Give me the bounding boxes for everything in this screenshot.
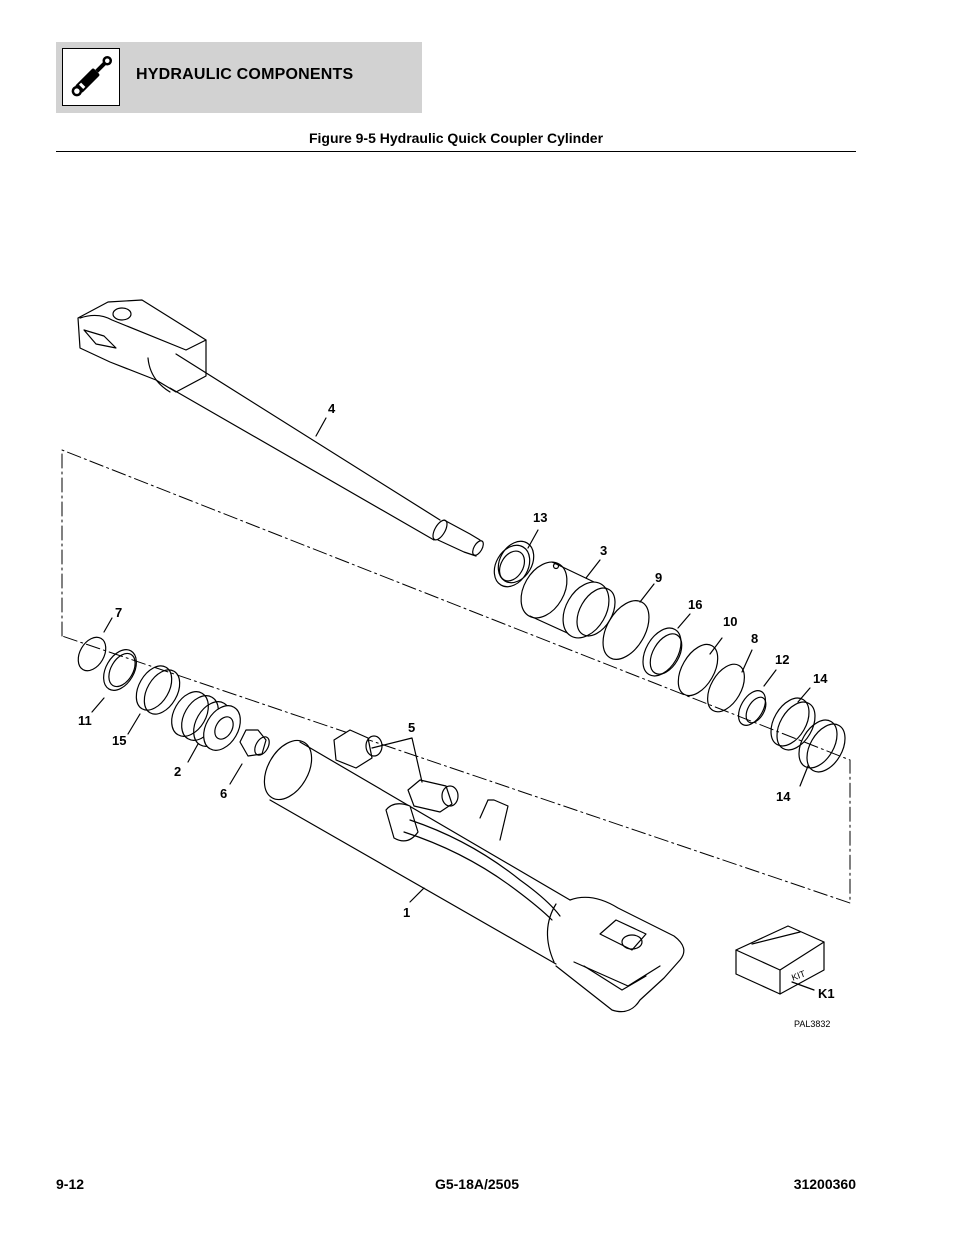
leader-line (229, 763, 243, 785)
backup-ring-item-11 (103, 649, 137, 691)
o-ring-item-10 (677, 643, 719, 697)
callout-15: 15 (112, 733, 126, 748)
o-ring-item-7 (77, 636, 107, 672)
callout-14-top: 14 (813, 671, 828, 686)
manual-number: 31200360 (793, 1176, 856, 1192)
callout-14-bottom: 14 (776, 789, 791, 804)
piston-item-2 (171, 691, 241, 751)
leader-line (315, 417, 327, 437)
leader-line (585, 559, 601, 579)
leader-line (741, 649, 753, 673)
seal-item-12 (737, 690, 767, 726)
leader-line (677, 613, 691, 629)
leader-line (763, 669, 777, 687)
leader-line (91, 697, 105, 713)
leader-line (639, 583, 655, 603)
leader-line (371, 737, 423, 783)
leader-line (799, 765, 809, 787)
assembly-boundary-line (61, 449, 851, 904)
callout-16: 16 (688, 597, 702, 612)
nut-item-6 (239, 729, 270, 757)
callout-4: 4 (328, 401, 336, 416)
wear-ring-item-14-a (770, 697, 816, 751)
callout-10: 10 (723, 614, 737, 629)
barrel-item-1 (263, 739, 685, 1013)
callout-7: 7 (115, 605, 122, 620)
leader-line (409, 887, 425, 903)
fitting-item-5 (333, 729, 561, 921)
backup-ring-item-16 (642, 627, 683, 677)
seal-item-8 (707, 663, 745, 713)
kit-box (735, 925, 825, 995)
leader-line (527, 529, 539, 549)
header-rule (56, 151, 856, 152)
callout-5: 5 (408, 720, 415, 735)
page-number: 9-12 (56, 1176, 85, 1192)
callout-6: 6 (220, 786, 227, 801)
leader-line (127, 713, 141, 735)
callout-3: 3 (600, 543, 607, 558)
wiper-item-13 (493, 540, 535, 588)
leader-line (187, 743, 199, 763)
callout-8: 8 (751, 631, 758, 646)
o-ring-item-9 (602, 600, 650, 660)
section-header: HYDRAULIC COMPONENTS (56, 42, 422, 113)
kit-label: KIT (790, 968, 807, 982)
callout-2: 2 (174, 764, 181, 779)
callout-12: 12 (775, 652, 789, 667)
hydraulic-cylinder-icon (62, 48, 120, 106)
leader-line (709, 637, 723, 655)
model-number: G5-18A/2505 (434, 1176, 520, 1192)
callout-13: 13 (533, 510, 547, 525)
wear-ring-item-14-b (798, 719, 846, 773)
rod-item-4 (77, 299, 484, 557)
leader-line (103, 617, 113, 633)
head-item-3 (520, 561, 616, 639)
leader-line (797, 687, 811, 703)
callout-11: 11 (78, 713, 92, 728)
section-title: HYDRAULIC COMPONENTS (136, 66, 354, 83)
callout-9: 9 (655, 570, 662, 585)
callout-k1: K1 (818, 986, 835, 1001)
drawing-code: PAL3832 (794, 1019, 830, 1029)
leader-line (791, 981, 815, 991)
callout-1: 1 (403, 905, 410, 920)
figure-title: Figure 9-5 Hydraulic Quick Coupler Cylin… (308, 130, 604, 146)
wear-ring-item-15 (135, 665, 181, 715)
